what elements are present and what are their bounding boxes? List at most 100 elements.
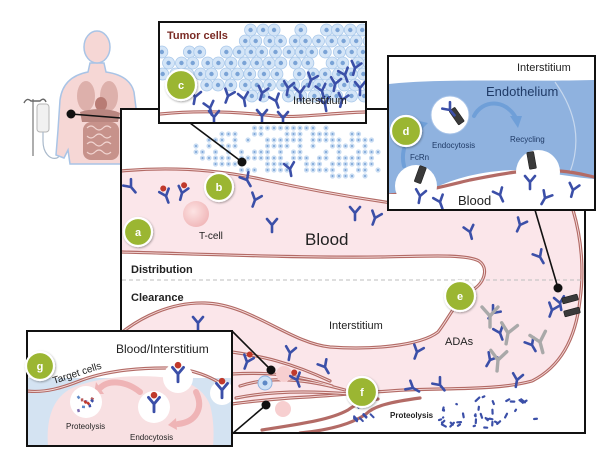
tumor-cell bbox=[317, 137, 322, 142]
tumor-cell bbox=[310, 131, 315, 136]
adas-label: ADAs bbox=[445, 336, 474, 348]
tumor-cell bbox=[336, 143, 341, 148]
endocytosis-label: Endocytosis bbox=[432, 141, 475, 150]
tumor-cell bbox=[271, 68, 283, 80]
tumor-cell bbox=[252, 149, 257, 154]
tumor-cell bbox=[297, 143, 302, 148]
tumor-cell bbox=[201, 79, 213, 91]
tumor-cell bbox=[356, 161, 361, 166]
tumor-cell bbox=[313, 35, 325, 47]
tumor-cell bbox=[245, 24, 257, 36]
tumor-cell bbox=[317, 161, 322, 166]
fragment bbox=[490, 419, 493, 420]
tumor-cell bbox=[278, 143, 283, 148]
tumor-cell bbox=[357, 68, 369, 80]
badge-f: f bbox=[347, 377, 377, 407]
tumor-cell bbox=[310, 167, 315, 172]
tumor-cell bbox=[250, 35, 262, 47]
tumor-cell bbox=[232, 161, 237, 166]
tumor-cell bbox=[349, 161, 354, 166]
tumor-cell bbox=[284, 143, 289, 148]
tumor-cell bbox=[369, 161, 374, 166]
tumor-cell bbox=[375, 149, 380, 154]
tumor-cell bbox=[304, 125, 309, 130]
tumor-cell bbox=[300, 35, 312, 47]
tumor-cell bbox=[357, 46, 369, 58]
tumor-cell bbox=[278, 155, 283, 160]
tumor-cell bbox=[332, 24, 344, 36]
fragment bbox=[463, 413, 464, 417]
badge-e: e bbox=[445, 281, 475, 311]
antigen-icon bbox=[151, 392, 158, 399]
tumor-cell bbox=[244, 68, 256, 80]
tumor-cell bbox=[251, 57, 263, 69]
tumor-cell bbox=[336, 137, 341, 142]
tumor-cell bbox=[333, 46, 345, 58]
tumor-cell bbox=[319, 46, 331, 58]
tumor-cell bbox=[245, 46, 257, 58]
tumor-cell bbox=[252, 131, 257, 136]
tumor-cell bbox=[330, 167, 335, 172]
badge-g: g bbox=[26, 352, 54, 380]
tumor-cell bbox=[219, 131, 224, 136]
tumor-cell bbox=[330, 137, 335, 142]
tumor-cell bbox=[369, 155, 374, 160]
tumor-cell bbox=[349, 131, 354, 136]
tumor-cell bbox=[163, 57, 175, 69]
tumor-cell bbox=[156, 46, 168, 58]
svg-text:b: b bbox=[216, 182, 223, 194]
antigen-icon bbox=[219, 378, 226, 385]
tumor-cell bbox=[304, 161, 309, 166]
tumor-cell bbox=[297, 131, 302, 136]
tumor-cell bbox=[264, 35, 276, 47]
interstitium-label: Interstitium bbox=[329, 320, 383, 332]
tumor-cell bbox=[225, 57, 237, 69]
tumor-cell bbox=[343, 155, 348, 160]
tumor-cell bbox=[323, 131, 328, 136]
tumor-cell bbox=[326, 35, 338, 47]
tumor-cell bbox=[330, 173, 335, 178]
tumor-cell bbox=[194, 46, 206, 58]
tumor-cell bbox=[302, 57, 314, 69]
panel-d-blood-label: Blood bbox=[458, 193, 491, 208]
fragment bbox=[486, 418, 488, 420]
blood-label: Blood bbox=[305, 230, 348, 249]
tumor-cell bbox=[326, 57, 338, 69]
tumor-cell bbox=[284, 125, 289, 130]
tumor-cell bbox=[206, 68, 218, 80]
recycling-label: Recycling bbox=[510, 135, 545, 144]
tumor-cell bbox=[323, 167, 328, 172]
tumor-cell bbox=[220, 68, 232, 80]
tumor-cell bbox=[206, 143, 211, 148]
fragment bbox=[82, 406, 85, 409]
tumor-cell bbox=[297, 137, 302, 142]
tumor-cells-title: Tumor cells bbox=[167, 30, 228, 42]
tumor-cell bbox=[338, 35, 350, 47]
tumor-cell bbox=[317, 155, 322, 160]
tumor-cell bbox=[220, 46, 232, 58]
fragment bbox=[506, 399, 509, 401]
tumor-cell bbox=[330, 161, 335, 166]
tumor-cell bbox=[297, 125, 302, 130]
panel-g-proteolysis-label: Proteolysis bbox=[66, 422, 105, 431]
panel-g-target-cells: Blood/Interstitium Target cells Proteoly… bbox=[27, 331, 234, 448]
blood-interstitium-title: Blood/Interstitium bbox=[116, 342, 209, 356]
panel-g-endocytosis-label: Endocytosis bbox=[130, 433, 173, 442]
tumor-cell bbox=[291, 155, 296, 160]
tumor-cell bbox=[265, 143, 270, 148]
tumor-cell bbox=[239, 167, 244, 172]
tumor-cell bbox=[343, 173, 348, 178]
tumor-cell bbox=[343, 143, 348, 148]
tumor-cell bbox=[200, 155, 205, 160]
distribution-label: Distribution bbox=[131, 264, 193, 276]
tumor-cell bbox=[265, 155, 270, 160]
tumor-cell bbox=[263, 57, 275, 69]
tumor-cell bbox=[349, 137, 354, 142]
svg-text:c: c bbox=[178, 80, 184, 92]
tumor-cell bbox=[212, 79, 224, 91]
tumor-cell bbox=[258, 131, 263, 136]
tumor-cell bbox=[304, 167, 309, 172]
tumor-cell bbox=[212, 57, 224, 69]
badge-a: a bbox=[124, 218, 152, 246]
